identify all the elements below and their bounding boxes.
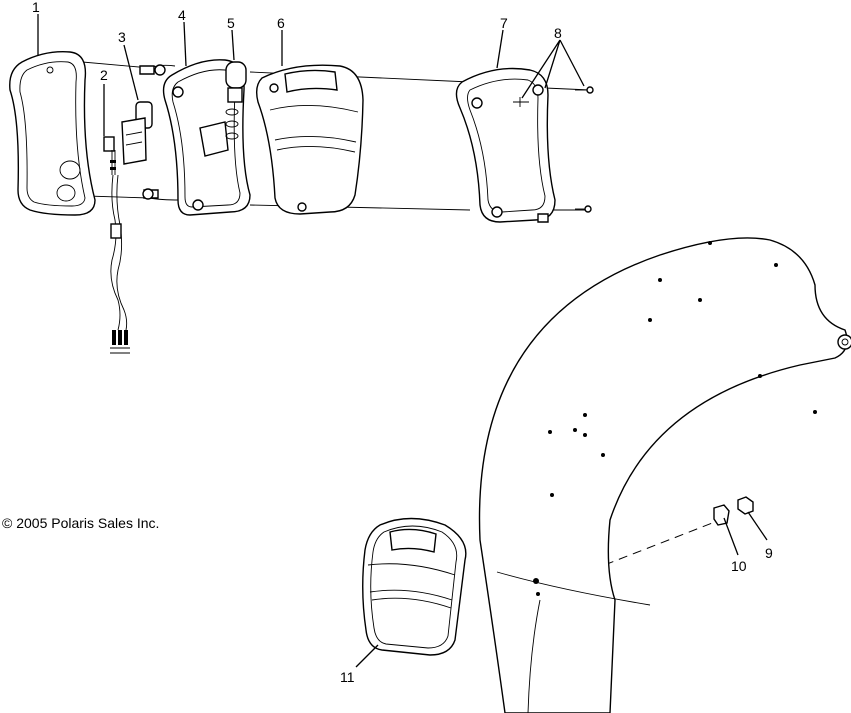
part-7-bezel [455,67,556,223]
rear-fender [478,237,851,713]
part-8-screws [513,86,594,223]
leader-lines [37,14,768,668]
callout-10: 10 [731,558,747,574]
callout-2: 2 [100,67,108,83]
callout-3: 3 [118,29,126,45]
screws-left [139,64,166,200]
part-11-taillight-assembly [362,517,467,656]
part-2-socket-harness [103,136,130,354]
callout-7: 7 [500,15,508,31]
part-10-clip [713,504,730,526]
part-6-lens [255,64,364,215]
callout-6: 6 [277,15,285,31]
callout-8: 8 [554,25,562,41]
callout-4: 4 [178,7,186,23]
callout-9: 9 [765,545,773,561]
callout-5: 5 [227,15,235,31]
part-9-nut [737,496,754,515]
callout-labels: 1 2 3 4 5 6 7 8 9 10 11 [32,0,773,685]
part-3-bulb-holder [121,101,153,165]
copyright-text: © 2005 Polaris Sales Inc. [2,515,159,531]
callout-11: 11 [340,669,355,685]
part-5-bulb [225,61,247,140]
part-1-lens-gasket [9,51,96,216]
callout-1: 1 [32,0,40,15]
